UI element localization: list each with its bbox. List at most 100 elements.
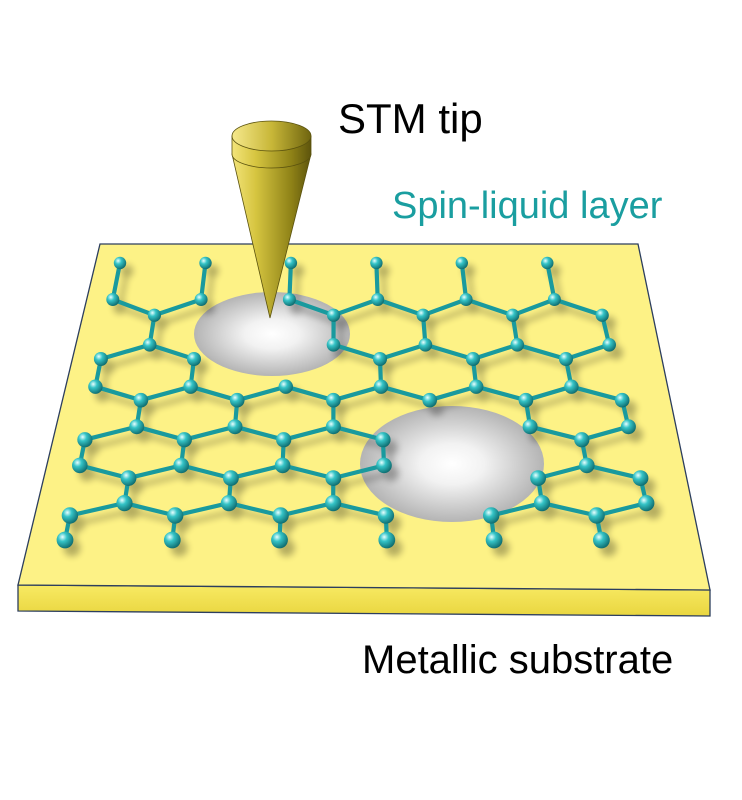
lattice-bond bbox=[235, 384, 288, 403]
lattice-atom bbox=[176, 432, 192, 448]
lattice-atom bbox=[416, 308, 430, 322]
lattice-atom bbox=[377, 507, 395, 524]
lattice-bond bbox=[339, 471, 392, 489]
lattice-bond bbox=[147, 342, 197, 362]
lattice-bond bbox=[427, 384, 479, 403]
lattice-bond bbox=[588, 432, 636, 450]
lattice-bond bbox=[331, 424, 386, 442]
lattice-bond bbox=[278, 501, 336, 518]
lattice-bond bbox=[287, 297, 336, 318]
lattice-bond bbox=[331, 501, 388, 518]
lattice-atom bbox=[579, 457, 595, 474]
lattice-bond bbox=[429, 305, 474, 326]
spin-liquid-layer-label: Spin-liquid layer bbox=[392, 185, 663, 227]
lattice-atom bbox=[530, 470, 546, 486]
lattice-atom bbox=[373, 352, 387, 366]
lattice-bond bbox=[331, 297, 380, 318]
lattice-atom bbox=[378, 531, 396, 549]
lattice-atom bbox=[274, 457, 291, 474]
lattice-bond bbox=[160, 305, 209, 326]
lattice-bond bbox=[378, 384, 432, 403]
lattice-atom bbox=[483, 507, 500, 524]
lattice-bond bbox=[76, 509, 132, 526]
lattice-bond bbox=[228, 463, 285, 481]
lattice-atom bbox=[229, 392, 245, 408]
lattice-atom bbox=[375, 432, 391, 448]
lattice-atom bbox=[278, 379, 293, 394]
lattice-bond bbox=[436, 392, 484, 411]
lattice-bond bbox=[594, 501, 649, 518]
lattice-atom bbox=[541, 256, 554, 270]
lattice-atom bbox=[173, 457, 189, 474]
lattice-bond bbox=[535, 463, 589, 481]
atom-shadow bbox=[291, 264, 305, 278]
lattice-bond bbox=[110, 297, 157, 318]
lattice-bond bbox=[510, 297, 557, 318]
lattice-bond bbox=[126, 463, 184, 481]
lattice-bond bbox=[479, 350, 525, 369]
lattice-bond bbox=[423, 342, 476, 362]
lattice-bond bbox=[91, 432, 145, 450]
lattice-atom bbox=[129, 419, 145, 435]
lattice-atom bbox=[284, 256, 298, 270]
lattice-atom bbox=[588, 507, 605, 524]
lattice-bond bbox=[527, 424, 584, 442]
lattice-bond bbox=[232, 424, 286, 442]
lattice-bond bbox=[243, 392, 294, 411]
lattice-atom bbox=[533, 495, 551, 512]
lattice-bond bbox=[82, 424, 139, 442]
lattice-bond bbox=[283, 384, 336, 403]
lattice-atoms bbox=[56, 256, 655, 549]
lattice-atom bbox=[632, 470, 649, 486]
lattice-atom bbox=[142, 338, 157, 352]
lattice-bond bbox=[544, 471, 595, 489]
lattice-atom bbox=[120, 470, 137, 486]
lattice-bond bbox=[584, 463, 643, 481]
lattice-atom bbox=[459, 293, 473, 306]
lattice-bond bbox=[226, 501, 283, 518]
lattice-bond bbox=[147, 392, 199, 411]
lattice-bond bbox=[179, 463, 233, 481]
lattice-bond bbox=[67, 501, 127, 518]
lattice-atom bbox=[518, 392, 534, 408]
lattice-bond bbox=[287, 509, 341, 526]
lattice-atom bbox=[276, 432, 292, 448]
lattice-atom bbox=[106, 293, 120, 306]
lattice-bond bbox=[237, 471, 291, 489]
lattice-bond bbox=[281, 424, 336, 442]
lattice-atom bbox=[455, 256, 468, 270]
lattice-atom bbox=[422, 392, 438, 408]
lattice-bond bbox=[470, 342, 520, 362]
lattice-atom bbox=[223, 470, 239, 486]
lattice-bond bbox=[421, 297, 469, 318]
lattice-bond bbox=[138, 384, 193, 403]
lattice-bond bbox=[563, 342, 612, 362]
lattice-bond bbox=[523, 384, 574, 403]
lattice-atom bbox=[220, 495, 237, 512]
lattice-bond bbox=[77, 463, 131, 481]
lattice-atom bbox=[272, 507, 289, 524]
lattice-atom bbox=[61, 507, 79, 524]
lattice-bond bbox=[539, 501, 599, 518]
lattice-atom bbox=[559, 352, 573, 366]
lattice-atom bbox=[167, 507, 184, 524]
lattice-bond bbox=[331, 463, 387, 481]
lattice-atom bbox=[638, 495, 655, 512]
lattice-bond bbox=[497, 509, 550, 526]
lattice-atom bbox=[325, 419, 341, 435]
lattice-bond bbox=[190, 432, 243, 450]
lattice-bond bbox=[188, 384, 240, 403]
lattice-bond bbox=[98, 342, 152, 362]
lattice-atom bbox=[147, 308, 161, 322]
lattice-atom bbox=[56, 531, 74, 549]
lattice-bond bbox=[134, 424, 187, 442]
lattice-atom bbox=[593, 531, 610, 549]
stm-tip-label: STM tip bbox=[338, 95, 483, 142]
stm-tip bbox=[231, 120, 312, 319]
lattice-atom bbox=[326, 392, 341, 408]
lattice-atom bbox=[485, 531, 503, 549]
lattice-atom bbox=[282, 293, 296, 306]
lattice-bond bbox=[572, 350, 617, 369]
lattice-atom bbox=[466, 352, 480, 366]
